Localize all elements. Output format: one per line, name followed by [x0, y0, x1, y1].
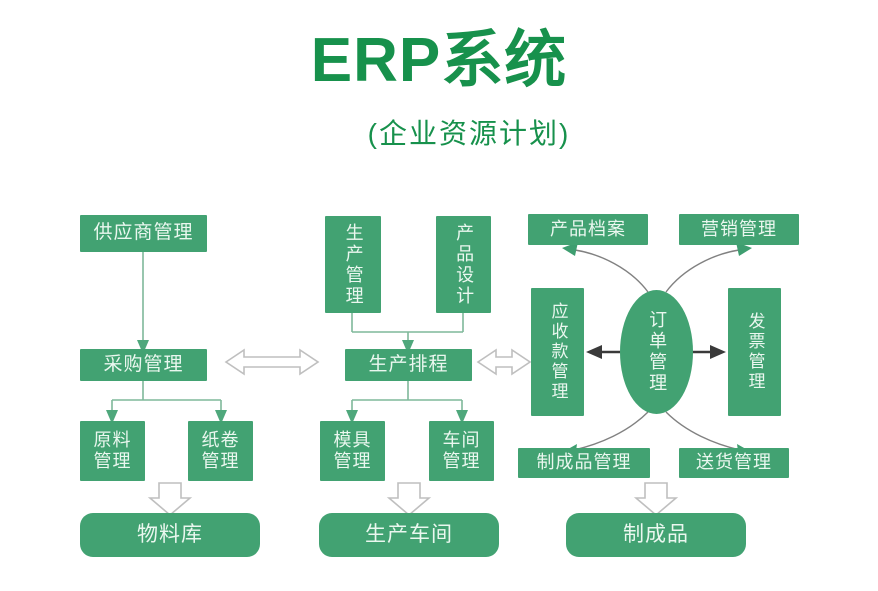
node-order-mgmt[interactable]: 订单管理 [620, 290, 693, 414]
node-paper-roll-mgmt[interactable]: 纸卷 管理 [188, 421, 253, 481]
node-receivable-mgmt[interactable]: 应收款管理 [531, 288, 584, 416]
node-product-design[interactable]: 产品设计 [436, 216, 491, 313]
node-production-schedule[interactable]: 生产排程 [345, 349, 472, 381]
connector-finished-to-goods [633, 482, 679, 517]
node-production-mgmt[interactable]: 生产管理 [325, 216, 381, 313]
node-material-store[interactable]: 物料库 [80, 513, 260, 557]
node-material-mgmt[interactable]: 原料 管理 [80, 421, 145, 481]
node-supplier-mgmt[interactable]: 供应商管理 [80, 215, 207, 252]
page-title: ERP系统 [310, 26, 568, 95]
connector-purchase-schedule-bidirectional [224, 348, 320, 376]
node-production-floor[interactable]: 生产车间 [319, 513, 499, 557]
node-purchase-mgmt[interactable]: 采购管理 [80, 349, 207, 381]
node-finished-goods[interactable]: 制成品 [566, 513, 746, 557]
page-subtitle: (企业资源计划) [367, 118, 571, 149]
connector-workshops-to-floor [386, 482, 432, 517]
connector-schedule-receivable-bidirectional [476, 348, 532, 376]
connector-schedule-to-workshops [346, 381, 468, 424]
node-invoice-mgmt[interactable]: 发票管理 [728, 288, 781, 416]
node-product-archive[interactable]: 产品档案 [528, 214, 648, 245]
connector-order-to-product-archive [562, 242, 649, 293]
connector-purchase-to-materials [106, 381, 227, 424]
connector-order-to-marketing [665, 242, 752, 293]
node-finished-mgmt[interactable]: 制成品管理 [518, 448, 650, 478]
node-marketing-mgmt[interactable]: 营销管理 [679, 214, 799, 245]
connector-order-to-invoice [692, 345, 726, 359]
node-mould-mgmt[interactable]: 模具 管理 [320, 421, 385, 481]
connector-production-to-schedule [351, 313, 464, 354]
connector-supplier-to-purchase [137, 252, 149, 354]
node-delivery-mgmt[interactable]: 送货管理 [679, 448, 789, 478]
connector-order-to-receivable [586, 345, 620, 359]
node-workshop-mgmt[interactable]: 车间 管理 [429, 421, 494, 481]
connector-materials-to-store [147, 482, 193, 517]
